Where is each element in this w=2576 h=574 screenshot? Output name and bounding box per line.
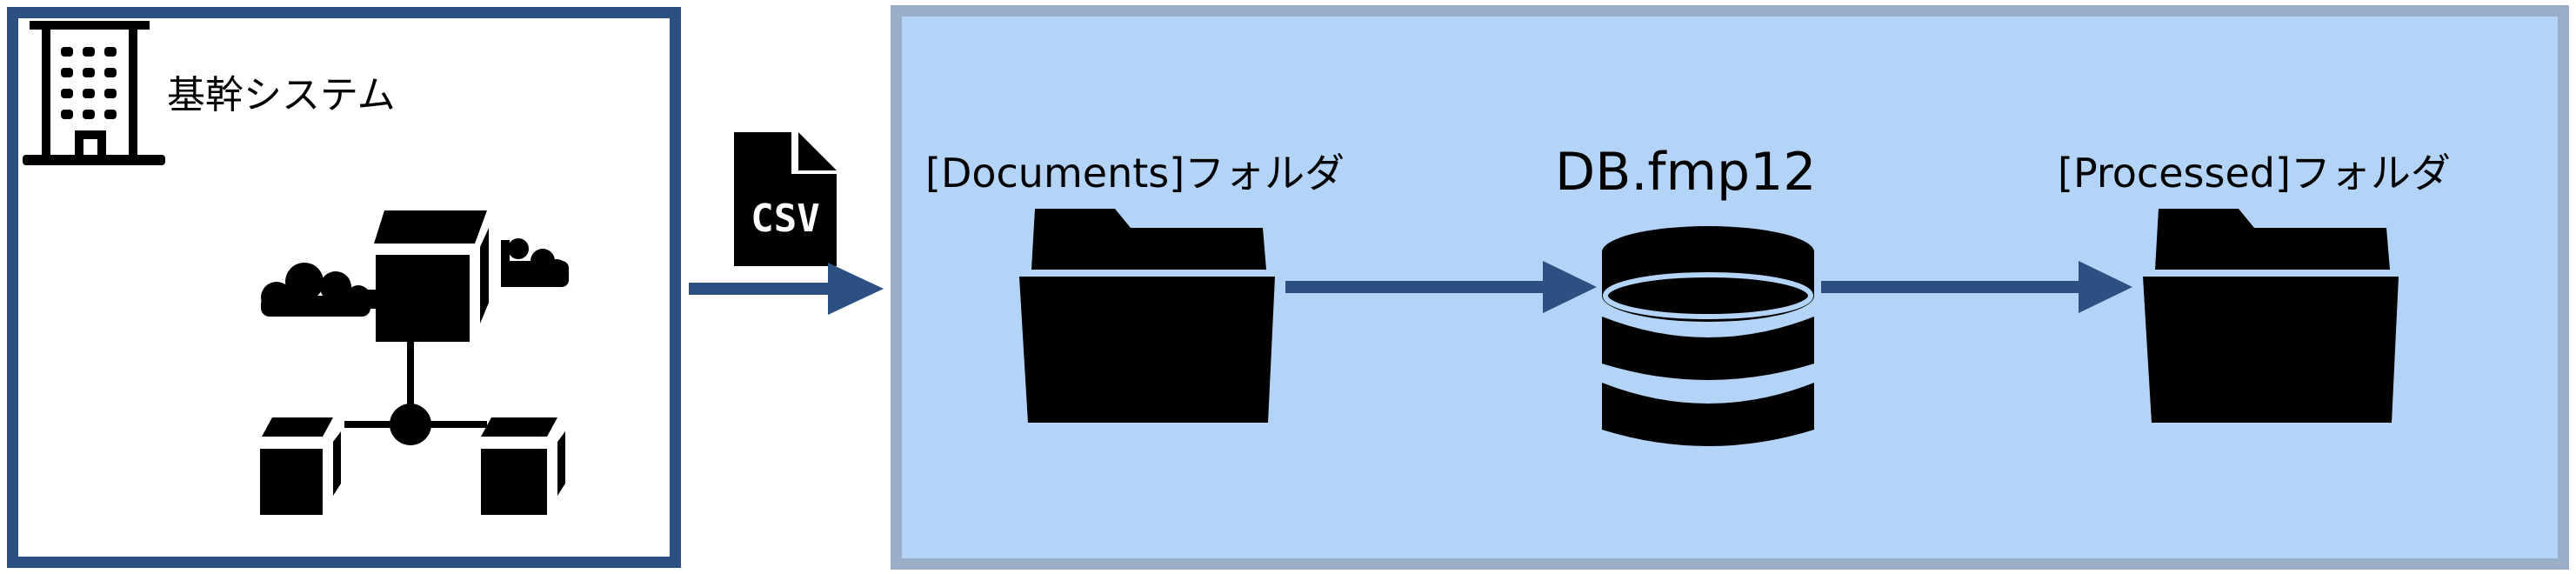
server-cube-icon-bottom-left xyxy=(260,417,341,515)
arrow-db-to-processed-folder xyxy=(1821,261,2132,313)
database-icon xyxy=(1602,226,1814,446)
network-system-icon xyxy=(260,210,569,515)
folder-icon-processed xyxy=(2143,209,2399,423)
cloud-icon-right xyxy=(501,238,569,287)
arrow-folder-to-db xyxy=(1285,261,1597,313)
arrow-system-to-folder xyxy=(689,263,884,315)
csv-badge-text: CSV xyxy=(751,197,819,241)
server-cube-icon-bottom-right xyxy=(481,417,565,515)
building-icon xyxy=(23,21,165,165)
csv-file-icon: CSV xyxy=(734,132,837,266)
source-system-label: 基幹システム xyxy=(167,73,396,117)
documents-folder-label: [Documents]フォルダ xyxy=(925,150,1345,197)
network-hub-icon xyxy=(344,341,487,445)
cloud-icon-left xyxy=(261,263,370,317)
folder-icon-documents xyxy=(1019,209,1275,423)
server-cube-icon-top xyxy=(374,210,489,342)
processed-folder-label: [Processed]フォルダ xyxy=(2058,150,2451,197)
database-label: DB.fmp12 xyxy=(1555,142,1817,203)
